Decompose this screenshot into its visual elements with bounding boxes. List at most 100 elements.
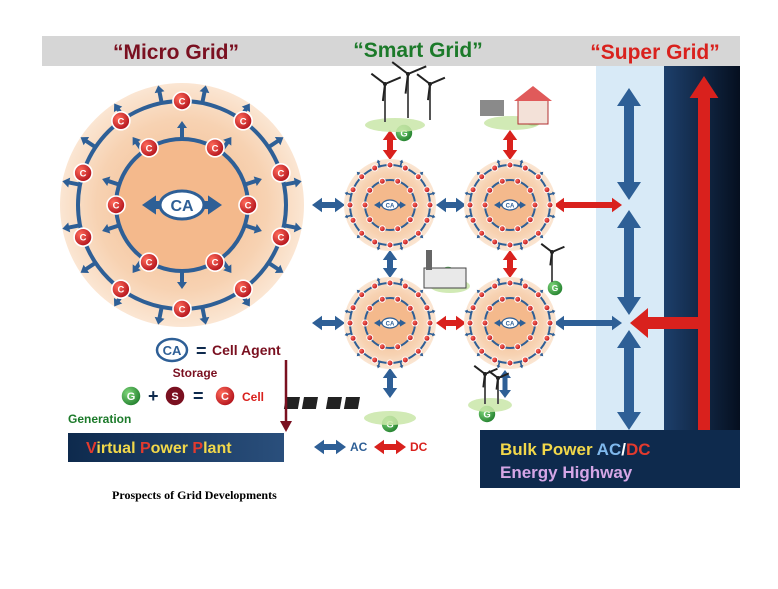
micro-inner-arrow	[102, 223, 120, 234]
micro-ca-text: CA	[170, 198, 194, 215]
micro-cell-outer: C	[271, 227, 291, 247]
wind-turbine-icon-blade	[407, 65, 427, 75]
smart-cell-dot-outer-circle	[478, 173, 486, 181]
smart-cell-dot-outer	[423, 186, 431, 194]
smart-cell-dot-outer	[423, 334, 431, 342]
smart-cell-dot-inner-circle	[406, 216, 414, 224]
smart-cell-arrow	[464, 191, 472, 196]
smart-cell-dot-outer	[478, 173, 486, 181]
smart-cell-dot-inner-circle	[378, 177, 386, 185]
smart-cell-dot-inner-circle	[394, 343, 402, 351]
wind-turbine-icon	[416, 73, 446, 120]
micro-cell-outer-circle	[172, 91, 192, 111]
smart-cell-arrow	[519, 277, 524, 285]
smart-cell-dot-inner-circle	[526, 186, 534, 194]
wind-turbine-icon-blade	[370, 72, 386, 85]
smart-cell-dot-inner-circle	[406, 304, 414, 312]
smart-cell-dot-inner-circle	[366, 216, 374, 224]
smart-cell-dot-outer-circle	[358, 347, 366, 355]
smart-cell-dot-inner	[366, 186, 374, 194]
plus-sign: +	[148, 386, 159, 406]
smart-cell-arrow	[428, 332, 436, 337]
smart-cell-dot-inner	[498, 295, 506, 303]
bulk-power-title: Bulk Power AC/DC	[500, 440, 651, 459]
smart-cell-ca-badge	[501, 317, 519, 329]
smart-cell-dot-outer-circle	[414, 173, 422, 181]
ac-link-top	[436, 197, 466, 213]
smart-cell-dot-outer	[423, 216, 431, 224]
smart-cell-dot-inner-circle	[361, 201, 369, 209]
house-icon	[480, 86, 552, 125]
smart-cell-dot-inner	[481, 201, 489, 209]
micro-cell-outer: C	[233, 279, 253, 299]
smart-cell-arrow	[399, 243, 404, 251]
micro-cell-inner-letter: C	[212, 258, 219, 269]
smart-cell-dot-outer-circle	[506, 359, 514, 367]
smart-cell-dot-outer-circle	[543, 334, 551, 342]
solar-panel-icon	[325, 397, 342, 409]
smart-cell-dot-outer	[401, 356, 409, 364]
micro-cell-outer: C	[172, 299, 192, 319]
wind-turbine-icon-hub	[383, 82, 387, 86]
smart-cell-dot-inner	[378, 295, 386, 303]
smart-cell-arrow	[519, 361, 524, 369]
smart-cell-dot-outer	[506, 279, 514, 287]
vpp-v: V	[86, 440, 97, 457]
smart-cell-dot-outer-circle	[469, 334, 477, 342]
smart-cell-arrow	[464, 332, 472, 337]
micro-cell-outer-circle	[111, 111, 131, 131]
micro-outer-arrow	[199, 306, 210, 325]
smart-cell-dot-outer	[358, 229, 366, 237]
smart-cell-dot-inner-circle	[526, 216, 534, 224]
smart-cell-dot-outer-circle	[423, 304, 431, 312]
smart-cell-dot-inner	[394, 225, 402, 233]
smart-grid-network: CACACACAGGGGGG	[283, 61, 622, 434]
wind-turbine-icon-hub	[483, 372, 487, 376]
wind-turbine-icon	[370, 72, 402, 122]
smart-cell-dot-outer	[349, 186, 357, 194]
smart-cell-dot-outer	[506, 241, 514, 249]
micro-cell-outer-letter: C	[240, 116, 247, 127]
smart-cell-dot-outer-circle	[358, 229, 366, 237]
micro-ca-badge	[158, 189, 206, 221]
smart-cell-arrow	[344, 214, 352, 219]
factory-body	[423, 267, 467, 289]
storage-legend-icon	[164, 385, 186, 407]
micro-cell-inner-circle	[205, 252, 225, 272]
bulk-power-text: Bulk Power	[500, 440, 597, 459]
smart-cell-ca-badge	[381, 199, 399, 211]
smart-cell-arrow	[344, 191, 352, 196]
micro-inner-arrow	[177, 121, 187, 139]
smart-cell-dot-outer	[491, 238, 499, 246]
micro-cell-outer-letter: C	[277, 168, 284, 179]
smart-cell-dot-inner-circle	[531, 201, 539, 209]
smart-cell-dot-outer	[401, 164, 409, 172]
equals-sign-1: =	[196, 341, 207, 361]
smart-cell-dot-outer-circle	[426, 201, 434, 209]
smart-cell-dot-inner-circle	[526, 304, 534, 312]
smart-cell-dot-inner	[498, 225, 506, 233]
smart-cell-dot-outer	[401, 282, 409, 290]
micro-cell-outer-letter: C	[80, 233, 87, 244]
smart-cell-dot-inner-circle	[514, 225, 522, 233]
smart-cell-dot-outer	[349, 334, 357, 342]
smart-cell-dot-outer-circle	[506, 161, 514, 169]
smart-cell-dot-outer-circle	[469, 186, 477, 194]
wind-turbine-icon-blade	[416, 73, 431, 85]
smart-cell-dot-outer-circle	[414, 291, 422, 299]
ac-legend-arrow	[314, 439, 346, 455]
micro-grid-title: “Micro Grid”	[113, 41, 239, 64]
smart-cell-dot-outer-circle	[401, 164, 409, 172]
wind-turbine-icon	[488, 370, 510, 404]
super-red-arrow-vertical	[689, 76, 719, 486]
smart-cell-arrow	[344, 309, 352, 314]
smart-cell-dot-outer-circle	[506, 241, 514, 249]
micro-cell-inner-circle	[238, 195, 258, 215]
wind-turbine-icon-blade	[427, 83, 431, 101]
ac-link-solar	[382, 368, 398, 398]
micro-inner-arrow	[177, 271, 187, 289]
smart-cell-dot-outer-circle	[506, 279, 514, 287]
micro-cell-inner-circle	[139, 138, 159, 158]
wind-turbine-icon-blade	[429, 76, 446, 85]
ca-legend-text: CA	[163, 343, 182, 358]
